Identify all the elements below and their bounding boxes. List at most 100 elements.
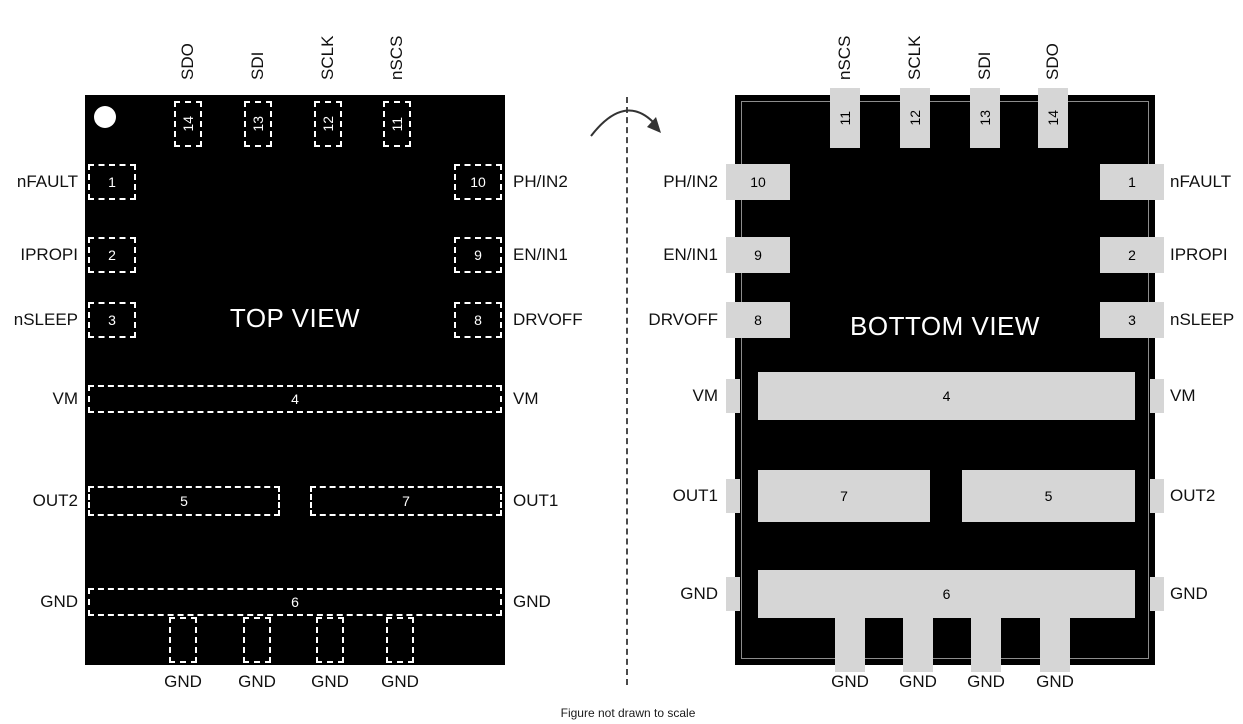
pin-label-gnd-bottom: GND xyxy=(311,672,349,691)
pad-pin-4-vm: 4 xyxy=(758,372,1135,420)
pin-number: 14 xyxy=(1045,110,1061,126)
pin-number: 6 xyxy=(942,586,951,602)
pin-number: 10 xyxy=(750,174,766,190)
pad-pin-9: 9 xyxy=(726,237,790,273)
pin-number: 8 xyxy=(474,312,482,328)
edge-pad-out-left xyxy=(726,479,740,513)
edge-pad-gnd-right xyxy=(1150,577,1164,611)
pin-number: 5 xyxy=(1044,488,1053,504)
pad-gnd-bottom xyxy=(243,617,271,663)
pad-gnd-bottom xyxy=(903,614,933,672)
pad-gnd-bottom xyxy=(169,617,197,663)
pad-pin-4-vm: 4 xyxy=(88,385,502,413)
pin-label-drvoff: DRVOFF xyxy=(648,310,718,329)
pad-pin-5-out2: 5 xyxy=(962,470,1135,522)
pin-number: 7 xyxy=(840,488,848,504)
pin-number: 3 xyxy=(1128,312,1136,328)
pin-label-vm-left: VM xyxy=(692,386,719,405)
pin-label-drvoff: DRVOFF xyxy=(513,310,583,329)
pin-number: 11 xyxy=(389,116,405,132)
pin-number: 2 xyxy=(108,247,116,263)
pin-label-sclk: SCLK xyxy=(318,35,337,80)
pad-pin-3: 3 xyxy=(1100,302,1164,338)
pad-pin-13: 13 xyxy=(970,88,1000,148)
pin-label-ipropi: IPROPI xyxy=(1170,245,1228,264)
pin-label-gnd-left: GND xyxy=(40,592,78,611)
pin-label-sdo: SDO xyxy=(1043,43,1062,80)
pin-number: 14 xyxy=(180,116,196,132)
pad-gnd-bottom xyxy=(1040,614,1070,672)
pin-label-gnd-bottom: GND xyxy=(967,672,1005,691)
top-view-title: TOP VIEW xyxy=(229,303,361,333)
pin-label-nsleep: nSLEEP xyxy=(13,310,78,329)
figure-caption: Figure not drawn to scale xyxy=(560,706,696,720)
pad-pin-10: 10 xyxy=(726,164,790,200)
pad-pin-3: 3 xyxy=(88,302,136,338)
pin-number: 13 xyxy=(977,110,993,126)
pin-label-out2: OUT2 xyxy=(32,491,78,510)
pin-label-phin2: PH/IN2 xyxy=(513,172,568,191)
pad-pin-13: 13 xyxy=(244,101,272,147)
pin-number: 12 xyxy=(907,110,923,126)
pad-gnd-bottom xyxy=(835,614,865,672)
pad-pin-8: 8 xyxy=(726,302,790,338)
edge-pad-vm-right xyxy=(1150,379,1164,413)
pin-label-gnd-bottom: GND xyxy=(164,672,202,691)
pin-label-gnd-right: GND xyxy=(1170,584,1208,603)
pin-label-gnd-left: GND xyxy=(680,584,718,603)
pin-number: 6 xyxy=(291,594,299,610)
pad-pin-8: 8 xyxy=(454,302,502,338)
pin-label-out2: OUT2 xyxy=(1170,486,1216,505)
pin-number: 9 xyxy=(474,247,482,263)
pin-label-out1: OUT1 xyxy=(513,491,559,510)
pin-number: 5 xyxy=(180,493,188,509)
pin-label-ipropi: IPROPI xyxy=(20,245,78,264)
pin-label-sclk: SCLK xyxy=(905,35,924,80)
pad-pin-7-out1: 7 xyxy=(758,470,930,522)
pin-number: 10 xyxy=(470,174,486,190)
pin-label-nsleep: nSLEEP xyxy=(1170,310,1235,329)
pin-number: 9 xyxy=(754,247,762,263)
pad-pin-5-out2: 5 xyxy=(88,486,280,516)
pin-label-gnd-bottom: GND xyxy=(1036,672,1074,691)
pin-label-gnd-bottom: GND xyxy=(381,672,419,691)
pin-label-nfault: nFAULT xyxy=(1170,172,1232,191)
pin-label-vm-right: VM xyxy=(1170,386,1196,405)
pin-number: 7 xyxy=(402,493,410,509)
pad-pin-11: 11 xyxy=(383,101,411,147)
pin-label-out1: OUT1 xyxy=(672,486,718,505)
pin-label-nfault: nFAULT xyxy=(16,172,78,191)
pad-pin-2: 2 xyxy=(88,237,136,273)
pad-pin-6-gnd: 6 xyxy=(758,570,1135,618)
pad-pin-14: 14 xyxy=(1038,88,1068,148)
pin-label-sdo: SDO xyxy=(178,43,197,80)
pin-label-gnd-bottom: GND xyxy=(899,672,937,691)
fold-divider-line xyxy=(626,97,628,685)
pin-number: 12 xyxy=(320,116,336,132)
pin-label-gnd-bottom: GND xyxy=(238,672,276,691)
pin-number: 1 xyxy=(108,174,116,190)
pad-pin-11: 11 xyxy=(830,88,860,148)
pin-label-sdi: SDI xyxy=(975,51,994,80)
pin-label-vm-left: VM xyxy=(52,389,79,408)
pin-number: 2 xyxy=(1128,247,1136,263)
pin-number: 13 xyxy=(250,116,266,132)
pad-gnd-bottom xyxy=(386,617,414,663)
pin-number: 11 xyxy=(837,110,853,126)
pin-label-vm-right: VM xyxy=(513,389,539,408)
pad-gnd-bottom xyxy=(316,617,344,663)
pad-pin-6-gnd: 6 xyxy=(88,588,502,616)
pin-label-nscs: nSCS xyxy=(835,35,854,80)
edge-pad-gnd-left xyxy=(726,577,740,611)
pad-pin-7-out1: 7 xyxy=(310,486,502,516)
pin-number: 3 xyxy=(108,312,116,328)
rotation-arrow xyxy=(590,109,661,137)
pad-pin-14: 14 xyxy=(174,101,202,147)
pin-label-sdi: SDI xyxy=(248,51,267,80)
pin-label-gnd-right: GND xyxy=(513,592,551,611)
edge-pad-out-right xyxy=(1150,479,1164,513)
pin-label-enin1: EN/IN1 xyxy=(663,245,718,264)
pad-gnd-bottom xyxy=(971,614,1001,672)
pad-pin-12: 12 xyxy=(314,101,342,147)
